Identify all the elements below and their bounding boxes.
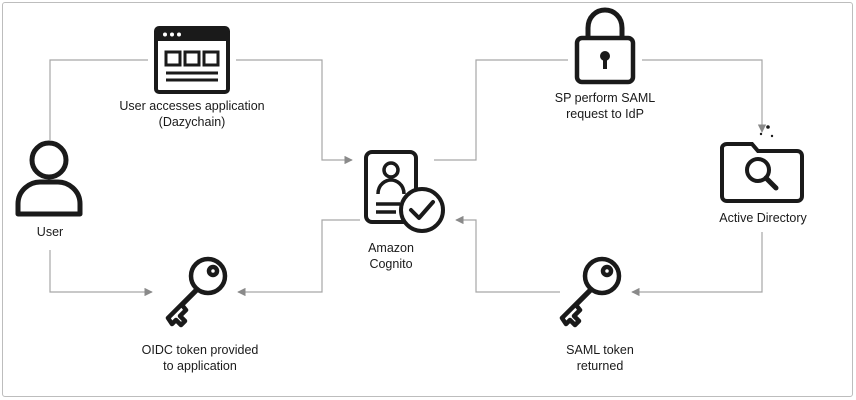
connector-ad-to-saml-token <box>631 232 763 297</box>
saml-request-label: SP perform SAML request to IdP <box>554 91 656 121</box>
oidc-token-label: OIDC token provided to application <box>141 343 259 373</box>
connector-saml-token-to-cognito <box>455 215 560 293</box>
connector-cognito-to-saml-request <box>434 59 568 161</box>
key-icon <box>165 256 228 328</box>
cognito-label: Amazon Cognito <box>368 241 414 271</box>
connector-cognito-to-oidc-token <box>237 219 360 297</box>
saml-token-label: SAML token returned <box>566 343 634 373</box>
folder-search-icon <box>720 125 804 203</box>
connector-user-to-app <box>49 59 148 140</box>
connector-user-to-oidc-token <box>49 250 153 297</box>
connector-saml-request-to-ad <box>642 59 767 133</box>
user-label: User <box>36 225 64 239</box>
padlock-icon <box>574 7 636 85</box>
browser-window-icon <box>154 26 230 94</box>
id-badge-check-icon <box>364 150 445 233</box>
active-directory-label: Active Directory <box>719 211 807 225</box>
application-label: User accesses application (Dazychain) <box>119 99 265 129</box>
user-icon <box>15 140 83 217</box>
key-icon <box>559 256 622 328</box>
connector-app-to-cognito <box>236 59 353 165</box>
